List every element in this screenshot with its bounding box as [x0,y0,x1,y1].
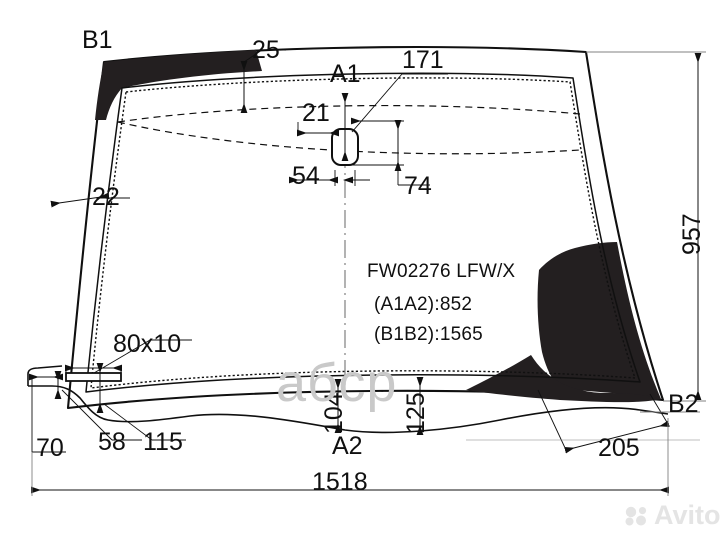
watermark-abcp: абср [276,353,398,413]
dimension-label-125: 125 [402,392,430,434]
dimension-label-205: 205 [598,434,640,462]
label-b2: B2 [668,390,699,418]
avito-wordmark: Avito [654,500,720,530]
label-a2: A2 [332,432,363,460]
extension-lines-right [466,411,700,441]
watermark-avito: Avito [624,500,720,531]
dimension-74 [394,120,430,186]
dimension-label-1518: 1518 [312,468,368,496]
dimension-label-115: 115 [143,428,183,456]
lower-cowl-profile [27,365,669,434]
dimension-label-171: 171 [402,46,444,74]
dimension-label-54: 54 [292,162,320,190]
frit-patches [95,50,661,403]
dimension-label-58: 58 [98,428,126,456]
dimension-label-70: 70 [36,434,64,462]
dimension-58 [54,371,142,441]
dimension-957 [586,51,706,402]
dimension-21 [297,122,339,137]
dimension-label-25: 25 [252,36,280,64]
dimension-label-957: 957 [678,213,706,255]
chord-b1b2: (B1B2):1565 [374,324,483,345]
dimension-25 [240,49,286,113]
dimension-label-21: 21 [302,99,330,127]
dimension-1518 [31,418,669,496]
dimension-115 [96,363,186,441]
dimension-22 [50,192,130,208]
avito-logo-icon [625,506,647,525]
chord-a1a2: (A1A2):852 [374,294,473,315]
dimension-label-80x10: 80x10 [113,330,182,358]
dimension-label-74: 74 [404,172,432,200]
label-a1: A1 [330,60,361,88]
dimension-label-22: 22 [92,183,120,211]
part-number: FW02276 LFW/X [367,261,516,282]
frit-inner-border [85,72,641,393]
slot-80x10 [65,372,122,382]
dimension-54 [289,170,370,186]
label-b1: B1 [82,26,113,54]
